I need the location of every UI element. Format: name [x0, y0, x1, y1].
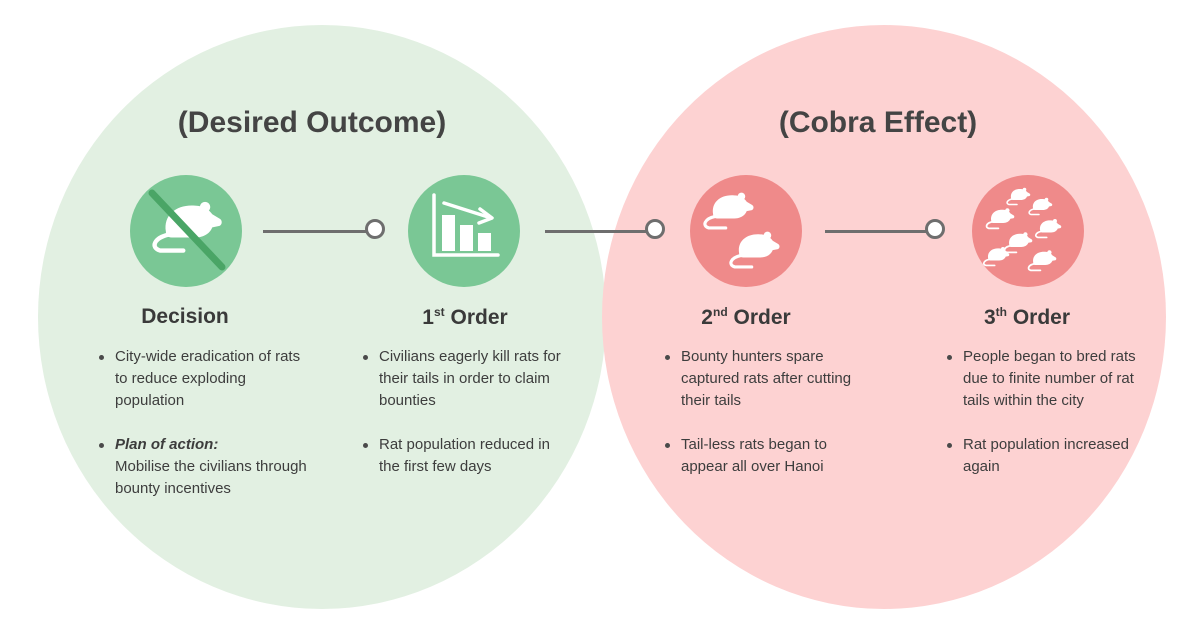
cobra-effect-circle — [602, 25, 1166, 609]
connector-line — [545, 230, 647, 233]
many-rats-icon — [982, 186, 1063, 272]
decision-icon-circle — [130, 175, 242, 287]
list-item: Bounty hunters spare captured rats after… — [664, 346, 854, 412]
connector-node — [925, 219, 945, 239]
third-order-icon-circle — [972, 175, 1084, 287]
declining-chart-icon — [432, 193, 500, 257]
decision-title: Decision — [141, 305, 229, 328]
first-order-bullets: Civilians eagerly kill rats for their ta… — [362, 346, 562, 500]
desired-outcome-heading: (Desired Outcome) — [177, 106, 447, 139]
list-item: City-wide eradication of rats to reduce … — [98, 346, 313, 412]
connector-line — [263, 230, 367, 233]
two-rats-icon — [703, 191, 782, 269]
second-order-title: 2nd Order — [701, 305, 791, 329]
list-item: Civilians eagerly kill rats for their ta… — [362, 346, 562, 412]
list-item: Rat population reduced in the first few … — [362, 434, 562, 478]
no-rats-icon — [148, 189, 226, 271]
third-order-title: 3th Order — [983, 305, 1071, 329]
desired-outcome-circle — [38, 25, 606, 609]
second-order-bullets: Bounty hunters spare captured rats after… — [664, 346, 854, 500]
list-item: Rat population increased again — [946, 434, 1136, 478]
list-item: Tail-less rats began to appear all over … — [664, 434, 854, 478]
list-item: Plan of action:Mobilise the civilians th… — [98, 434, 313, 500]
first-order-icon-circle — [408, 175, 520, 287]
connector-line — [825, 230, 927, 233]
third-order-bullets: People began to bred rats due to finite … — [946, 346, 1136, 500]
first-order-title: 1st Order — [422, 305, 508, 329]
connector-node — [365, 219, 385, 239]
list-item: People began to bred rats due to finite … — [946, 346, 1136, 412]
decision-bullets: City-wide eradication of rats to reduce … — [98, 346, 313, 522]
connector-node — [645, 219, 665, 239]
cobra-effect-heading: (Cobra Effect) — [778, 106, 978, 139]
second-order-icon-circle — [690, 175, 802, 287]
